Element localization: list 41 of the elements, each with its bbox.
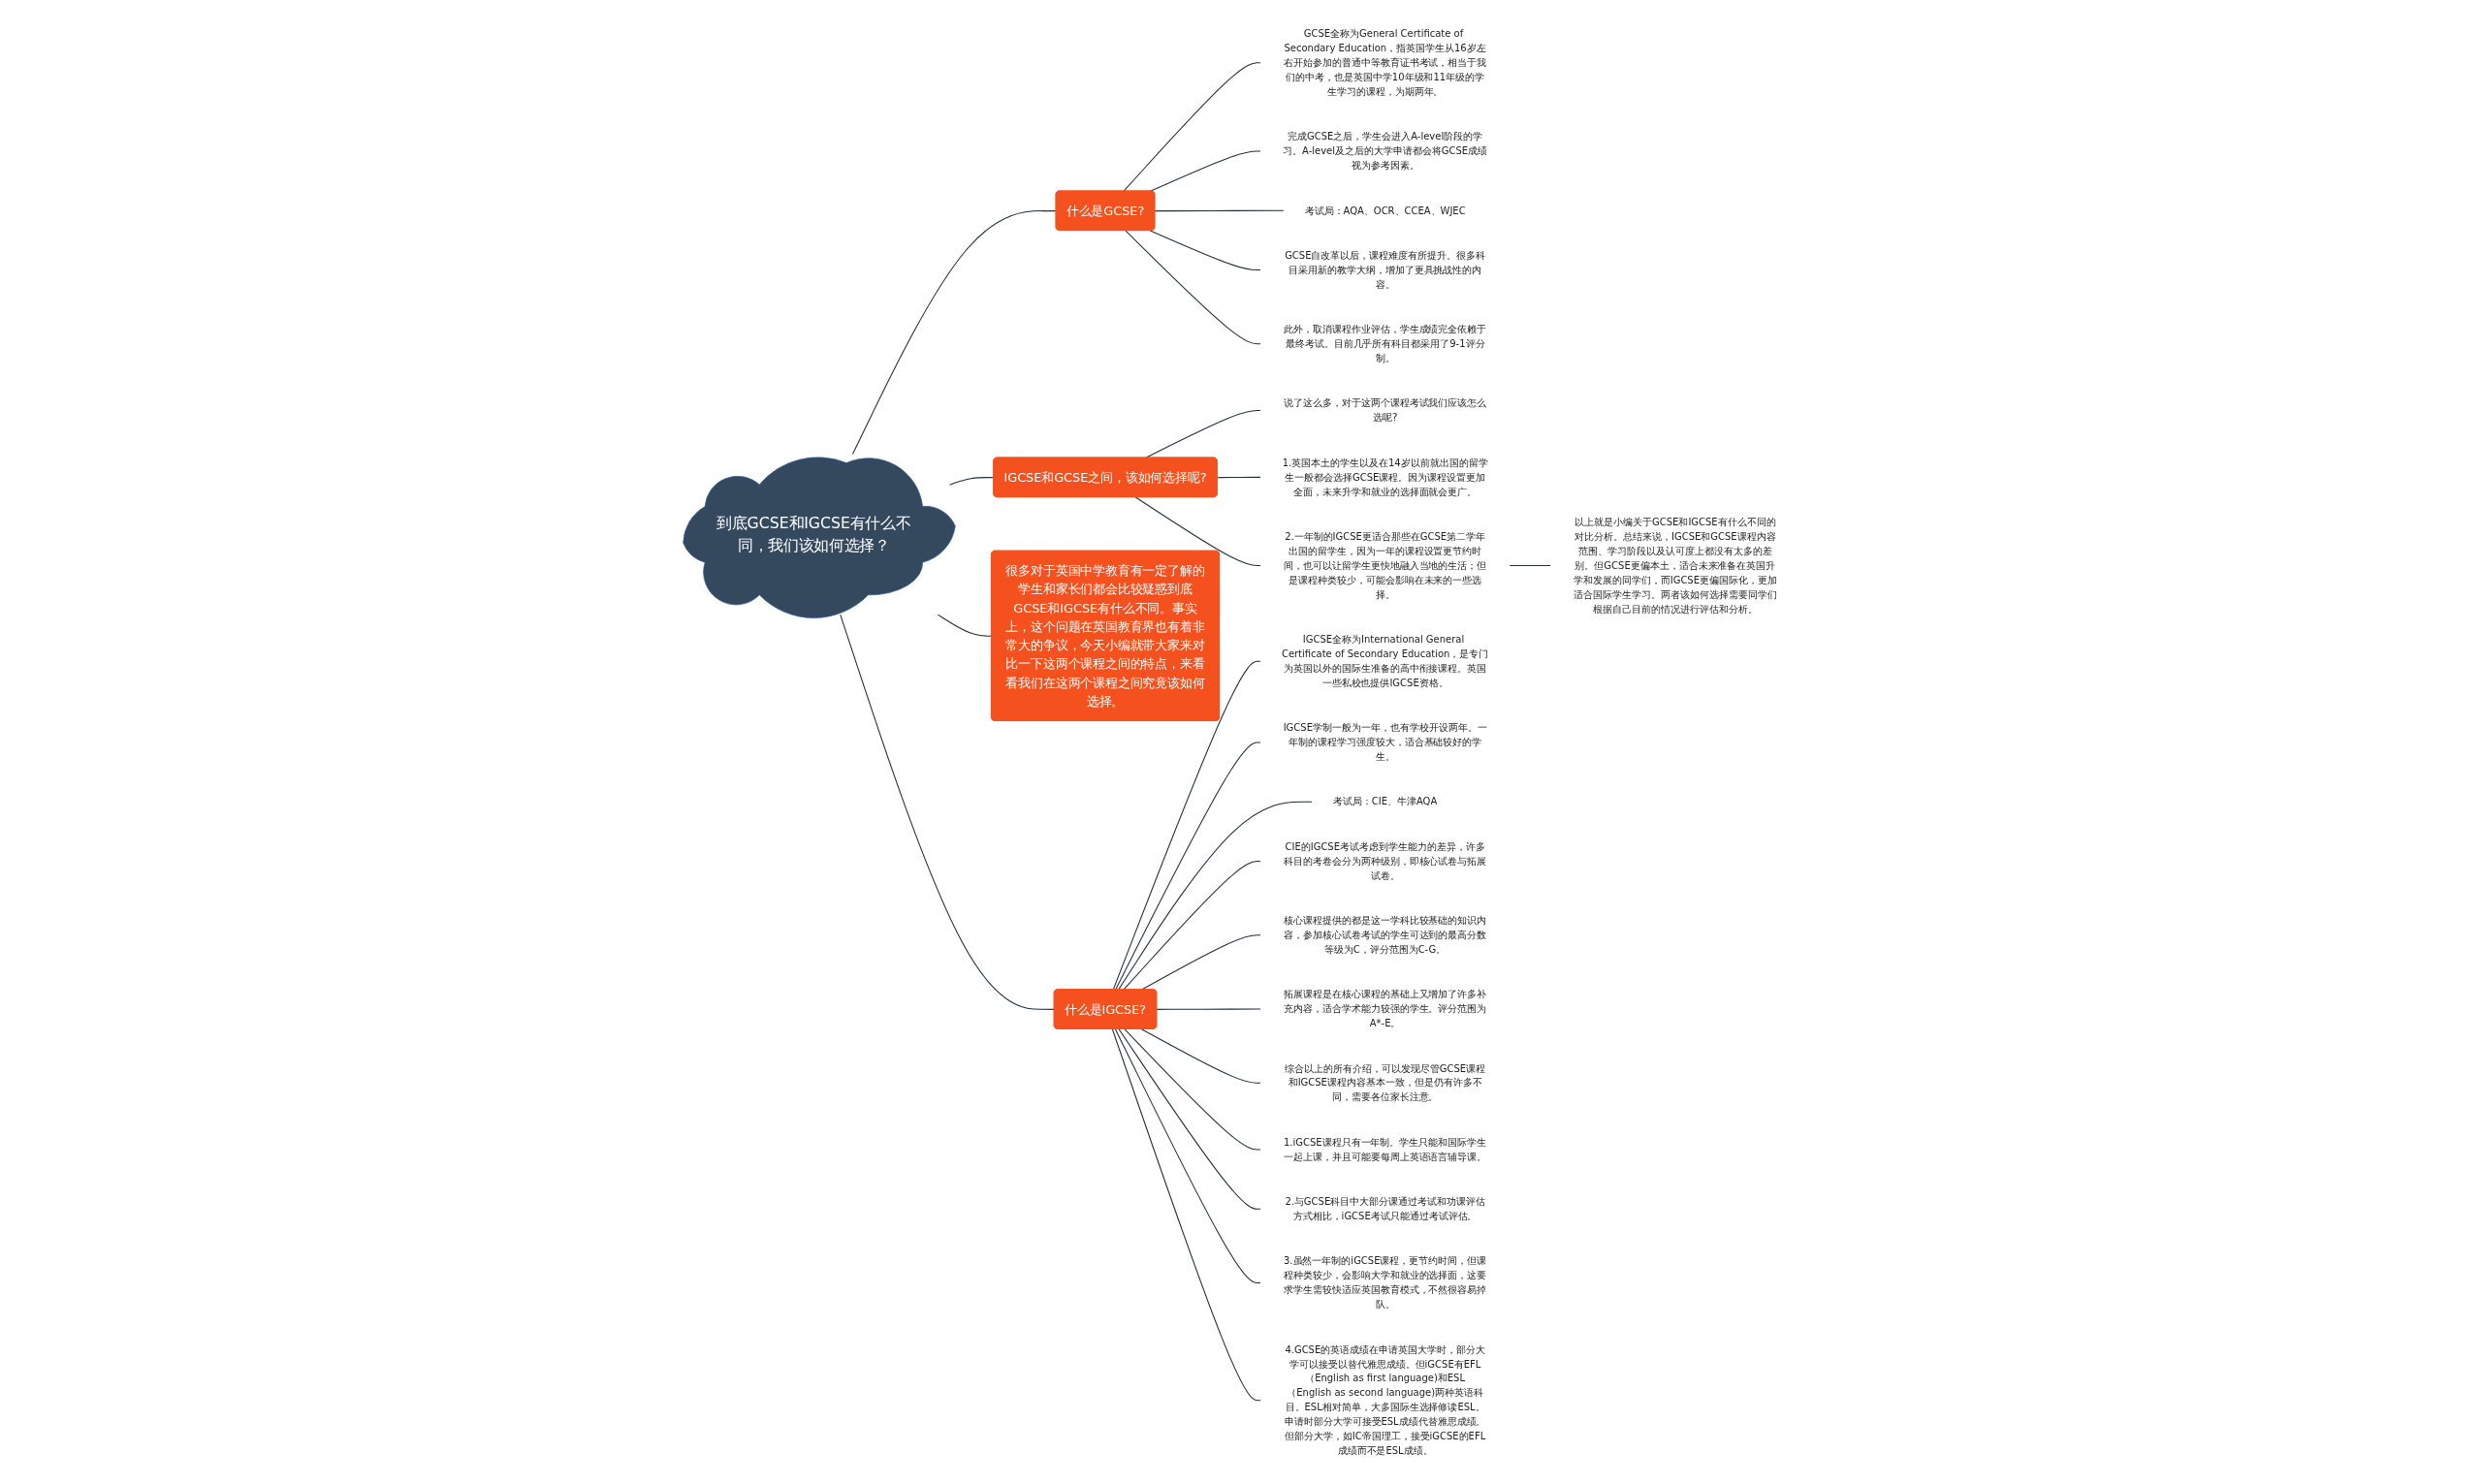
connector: [1216, 476, 1261, 478]
connector: [1118, 1027, 1261, 1210]
node-text: IGCSE全称为International General Certificate of Secondary Education，是专门为英国以外的国际生准备的高中衔接课程。英国一些私校也提供IGCSE资格。: [1281, 633, 1488, 688]
node-text: GCSE自改革以后，课程难度有所提升。很多科目采用新的教学大纲，增加了更具挑战性的内容。: [1284, 249, 1485, 290]
node-text: 综合以上的所有介绍，可以发现尽管GCSE课程和IGCSE课程内容基本一致，但是仍有许多不同，需要各位家长注意。: [1284, 1061, 1485, 1103]
node-text: IGCSE学制一般为一年，也有学校开设两年。一年制的课程学习强度较大，适合基础较好的学生。: [1283, 721, 1487, 762]
connector: [1140, 1027, 1261, 1084]
connector: [1114, 1027, 1261, 1283]
node-text: 4.GCSE的英语成绩在申请英国大学时，部分大学可以接受以替代雅思成绩。但iGCSE有EFL（English as first language)和ESL（English as second language)两种英语科目。ESL相对简单，大多国际生选择修读ESL。申请时部分大学可接受ESL成绩代替雅思成绩。但部分大学，如IC帝国理工，接受iGCSE的EFL成绩而不是ESL成绩。: [1284, 1342, 1486, 1456]
node-text: 核心课程提供的都是这一学科比较基础的知识内容，参加核心试卷考试的学生可达到的最高分数等级为C，评分范围为C-G。: [1283, 914, 1486, 955]
connector: [1149, 229, 1261, 270]
connector: [1117, 801, 1313, 991]
connector: [851, 209, 1057, 455]
connector: [948, 476, 995, 486]
connector: [1122, 61, 1261, 192]
node-text: 1.英国本土的学生以及在14岁以前就出国的留学生一般都会选择GCSE课程。因为课程设置更加全面，未来升学和就业的选择面就会更广。: [1282, 456, 1488, 497]
connector: [1154, 209, 1285, 211]
connector: [839, 614, 1055, 1010]
node-text: 考试局：CIE、牛津AQA: [1332, 795, 1437, 807]
connector: [1123, 1027, 1261, 1151]
node-text: GCSE全称为General Certificate of Secondary Education，指英国学生从16岁左右开始参加的普通中等教育证书考试，相当于我们的中考，也是英国中学10年级和11年级的学生学习的课程，为期两年。: [1283, 27, 1486, 97]
node-text: CIE的IGCSE考试考虑到学生能力的差异，许多科目的考卷会分为两种级别，即核心试卷与拓展试卷。: [1283, 840, 1486, 881]
connector: [1508, 564, 1551, 566]
node-text: 1.iGCSE课程只有一年制。学生只能和国际学生一起上课，并且可能要每周上英语语言辅导课。: [1283, 1136, 1486, 1162]
connector: [1111, 1027, 1261, 1401]
node-text: 3.虽然一年制的iGCSE课程，更节约时间，但课程种类较少，会影响大学和就业的选择面，这要求学生需较快适应英国教育模式，不然很容易掉队。: [1283, 1254, 1486, 1310]
connector: [1156, 1008, 1261, 1010]
node-text: 以上就是小编关于GCSE和IGCSE有什么不同的对比分析。总结来说，IGCSE和GCSE课程内容范围、学习阶段以及认可度上都没有太多的差别。但GCSE更偏本土，适合未来准备在英国升学和发展的同学们，而IGCSE更偏国际化，更加适合国际学生学习。两者该如何选择需要同学们根据自己目前的情况进行评估和分析。: [1573, 516, 1777, 615]
connector: [1124, 229, 1261, 344]
connector: [1114, 741, 1261, 991]
node-text: 此外，取消课程作业评估，学生成绩完全依赖于最终考试。目前几乎所有科目都采用了9-1评分制。: [1283, 323, 1486, 363]
connector: [1112, 660, 1261, 991]
node-text: 2.与GCSE科目中大部分课通过考试和功课评估方式相比，iGCSE考试只能通过考试评估。: [1284, 1195, 1485, 1221]
connector: [1134, 496, 1261, 566]
node-text: 2.一年制的IGCSE更适合那些在GCSE第二学年出国的留学生，因为一年的课程设置更节约时间，也可以让留学生更快地融入当地的生活；但是课程种类较少，可能会影响在未来的一些选择。: [1283, 530, 1486, 600]
node-text: 考试局：AQA、OCR、CCEA、WJEC: [1304, 204, 1466, 216]
connector: [937, 614, 992, 637]
node-text: 完成GCSE之后，学生会进入A-level阶段的学习。A-level及之后的大学申请都会将GCSE成绩视为参考因素。: [1282, 130, 1487, 171]
node-text: 拓展课程是在核心课程的基础上又增加了许多补充内容，适合学术能力较强的学生。评分范围为A*-E。: [1283, 988, 1486, 1028]
connector: [1122, 860, 1261, 991]
node-text: 说了这么多，对于这两个课程考试我们应该怎么选呢?: [1283, 396, 1486, 423]
